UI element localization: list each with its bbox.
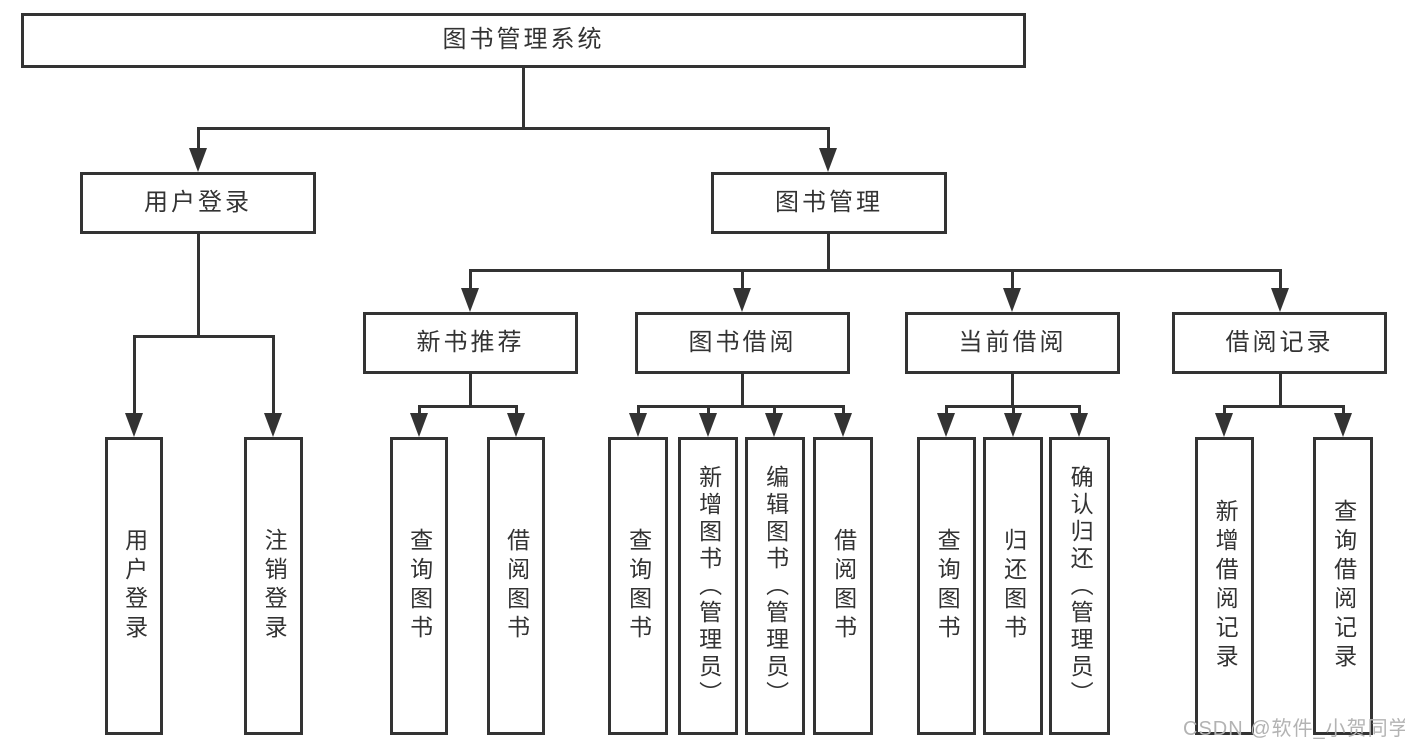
node-current-borrow: 当前借阅	[905, 312, 1120, 374]
arrow-down-icon	[1215, 413, 1233, 437]
leaf-return-book: 归还图书	[983, 437, 1043, 735]
arrow-down-icon	[1003, 288, 1021, 312]
leaf-add-borrow-record: 新增借阅记录	[1195, 437, 1254, 735]
arrow-down-icon	[125, 413, 143, 437]
connector-line	[469, 374, 472, 408]
connector-line	[522, 68, 525, 130]
leaf-edit-book-admin: 编辑图书（管理员）	[745, 437, 805, 735]
connector-line	[197, 234, 200, 338]
leaf-logout: 注销登录	[244, 437, 303, 735]
connector-line	[741, 374, 744, 408]
arrow-down-icon	[629, 413, 647, 437]
connector-line	[827, 234, 830, 272]
connector-line	[1223, 405, 1226, 415]
arrow-down-icon	[699, 413, 717, 437]
connector-line	[197, 127, 200, 150]
connector-line	[418, 405, 518, 408]
leaf-query-books-1: 查询图书	[390, 437, 448, 735]
arrow-down-icon	[834, 413, 852, 437]
connector-line	[133, 335, 136, 415]
connector-line	[1223, 405, 1345, 408]
connector-line	[1011, 374, 1014, 408]
arrow-down-icon	[765, 413, 783, 437]
node-borrow-records: 借阅记录	[1172, 312, 1387, 374]
connector-line	[197, 127, 830, 130]
connector-line	[945, 405, 948, 415]
connector-line	[773, 405, 776, 415]
connector-line	[418, 405, 421, 415]
connector-line	[272, 335, 275, 415]
leaf-query-books-3: 查询图书	[917, 437, 976, 735]
connector-line	[469, 269, 1282, 272]
arrow-down-icon	[507, 413, 525, 437]
leaf-query-books-2: 查询图书	[608, 437, 668, 735]
arrow-down-icon	[937, 413, 955, 437]
arrow-down-icon	[189, 148, 207, 172]
watermark: CSDN @软件_小贺同学	[1183, 718, 1405, 740]
arrow-down-icon	[264, 413, 282, 437]
leaf-borrow-books-1: 借阅图书	[487, 437, 545, 735]
connector-line	[133, 335, 275, 338]
connector-line	[515, 405, 518, 415]
node-root: 图书管理系统	[21, 13, 1026, 68]
leaf-user-login: 用户登录	[105, 437, 163, 735]
leaf-confirm-return-admin: 确认归还（管理员）	[1049, 437, 1110, 735]
connector-line	[637, 405, 640, 415]
arrow-down-icon	[1070, 413, 1088, 437]
arrow-down-icon	[733, 288, 751, 312]
connector-line	[741, 269, 744, 289]
connector-line	[1078, 405, 1081, 415]
connector-line	[1342, 405, 1345, 415]
node-new-book-recommend: 新书推荐	[363, 312, 578, 374]
arrow-down-icon	[1004, 413, 1022, 437]
node-book-borrow: 图书借阅	[635, 312, 850, 374]
connector-line	[707, 405, 710, 415]
connector-line	[827, 127, 830, 150]
leaf-borrow-books-2: 借阅图书	[813, 437, 873, 735]
connector-line	[1012, 405, 1015, 415]
connector-line	[1011, 269, 1014, 289]
leaf-add-book-admin: 新增图书（管理员）	[678, 437, 738, 735]
leaf-query-borrow-record: 查询借阅记录	[1313, 437, 1373, 735]
arrow-down-icon	[410, 413, 428, 437]
connector-line	[1279, 374, 1282, 408]
arrow-down-icon	[1334, 413, 1352, 437]
connector-line	[842, 405, 845, 415]
node-book-management: 图书管理	[711, 172, 947, 234]
connector-line	[637, 405, 845, 408]
connector-line	[469, 269, 472, 289]
node-user-login: 用户登录	[80, 172, 316, 234]
arrow-down-icon	[819, 148, 837, 172]
connector-line	[1279, 269, 1282, 289]
arrow-down-icon	[1271, 288, 1289, 312]
arrow-down-icon	[461, 288, 479, 312]
